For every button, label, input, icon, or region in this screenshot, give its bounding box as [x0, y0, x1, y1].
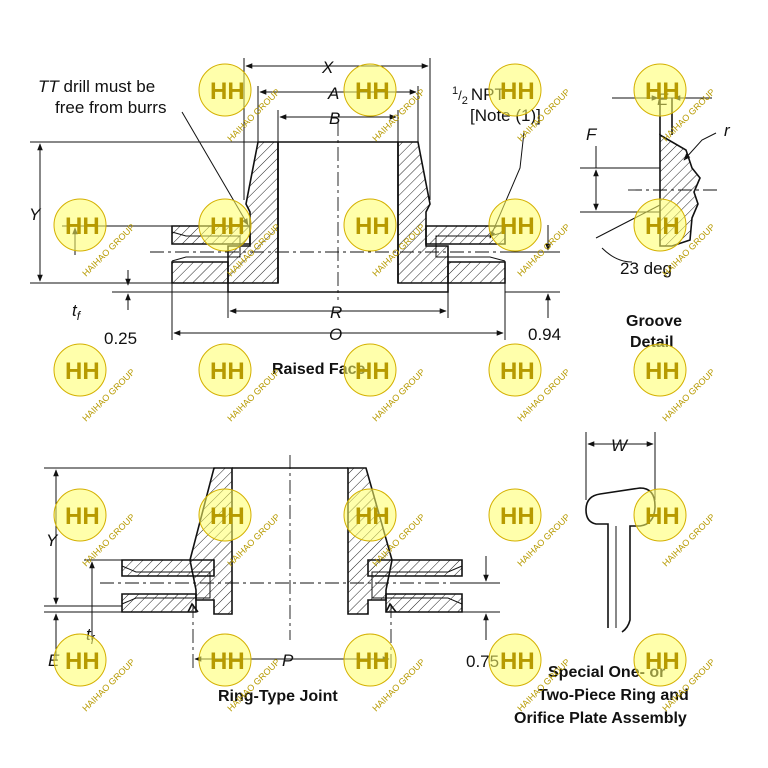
- svg-text:HH: HH: [355, 358, 390, 385]
- label-y-top: Y: [29, 205, 42, 224]
- label-o: O: [329, 325, 342, 344]
- svg-text:HH: HH: [355, 213, 390, 240]
- svg-text:HH: HH: [210, 358, 245, 385]
- svg-text:HH: HH: [500, 648, 535, 675]
- label-f-groove: F: [586, 125, 598, 144]
- svg-text:HH: HH: [65, 213, 100, 240]
- flange-wing-right-lower: [447, 261, 506, 284]
- rtj-wing-right-lower: [385, 593, 463, 613]
- svg-text:HH: HH: [645, 213, 680, 240]
- svg-text:HH: HH: [65, 358, 100, 385]
- label-b: B: [329, 109, 340, 128]
- svg-text:HH: HH: [210, 503, 245, 530]
- label-y-bottom: Y: [46, 531, 59, 550]
- caption-special-line3: Orifice Plate Assembly: [514, 710, 687, 727]
- svg-text:HH: HH: [500, 503, 535, 530]
- tt-drill-note: TT drill must be: [38, 77, 155, 96]
- svg-text:HH: HH: [500, 358, 535, 385]
- label-r-small: r: [724, 121, 731, 140]
- label-r: R: [330, 303, 342, 322]
- label-w: W: [611, 436, 629, 455]
- svg-text:HH: HH: [210, 648, 245, 675]
- caption-special-line2: Two-Piece Ring and: [538, 687, 689, 704]
- label-094: 0.94: [528, 325, 561, 344]
- raised-face-view: X A B Y tf R O 0.25 0.94 TT drill must b…: [29, 58, 561, 378]
- rtj-wing-left: [121, 559, 215, 577]
- label-23deg: 23 deg: [620, 259, 672, 278]
- svg-text:HH: HH: [500, 78, 535, 105]
- svg-text:HH: HH: [65, 503, 100, 530]
- label-025: 0.25: [104, 329, 137, 348]
- label-x: X: [321, 58, 334, 77]
- svg-text:HH: HH: [65, 648, 100, 675]
- svg-text:HH: HH: [355, 503, 390, 530]
- label-tf-top: tf: [72, 301, 82, 323]
- flange-wing-left-lower: [171, 261, 229, 284]
- caption-ring-type-joint: Ring-Type Joint: [218, 688, 338, 705]
- svg-text:HH: HH: [500, 213, 535, 240]
- svg-text:HH: HH: [210, 78, 245, 105]
- tt-drill-note-line2: free from burrs: [55, 98, 166, 117]
- svg-text:HH: HH: [355, 648, 390, 675]
- rtj-wing-left-lower: [121, 593, 197, 613]
- label-p: P: [282, 651, 294, 670]
- svg-text:HH: HH: [645, 358, 680, 385]
- svg-text:HH: HH: [645, 78, 680, 105]
- svg-text:HH: HH: [645, 648, 680, 675]
- svg-text:HH: HH: [645, 503, 680, 530]
- label-a: A: [327, 84, 339, 103]
- caption-groove-line1: Groove: [626, 313, 682, 330]
- hub-right-section: [397, 141, 449, 284]
- svg-text:HH: HH: [210, 213, 245, 240]
- svg-text:HH: HH: [355, 78, 390, 105]
- caption-raised-face: Raised Face: [272, 361, 365, 378]
- special-ring-view: W Special One- or Two-Piece Ring and Ori…: [514, 432, 689, 727]
